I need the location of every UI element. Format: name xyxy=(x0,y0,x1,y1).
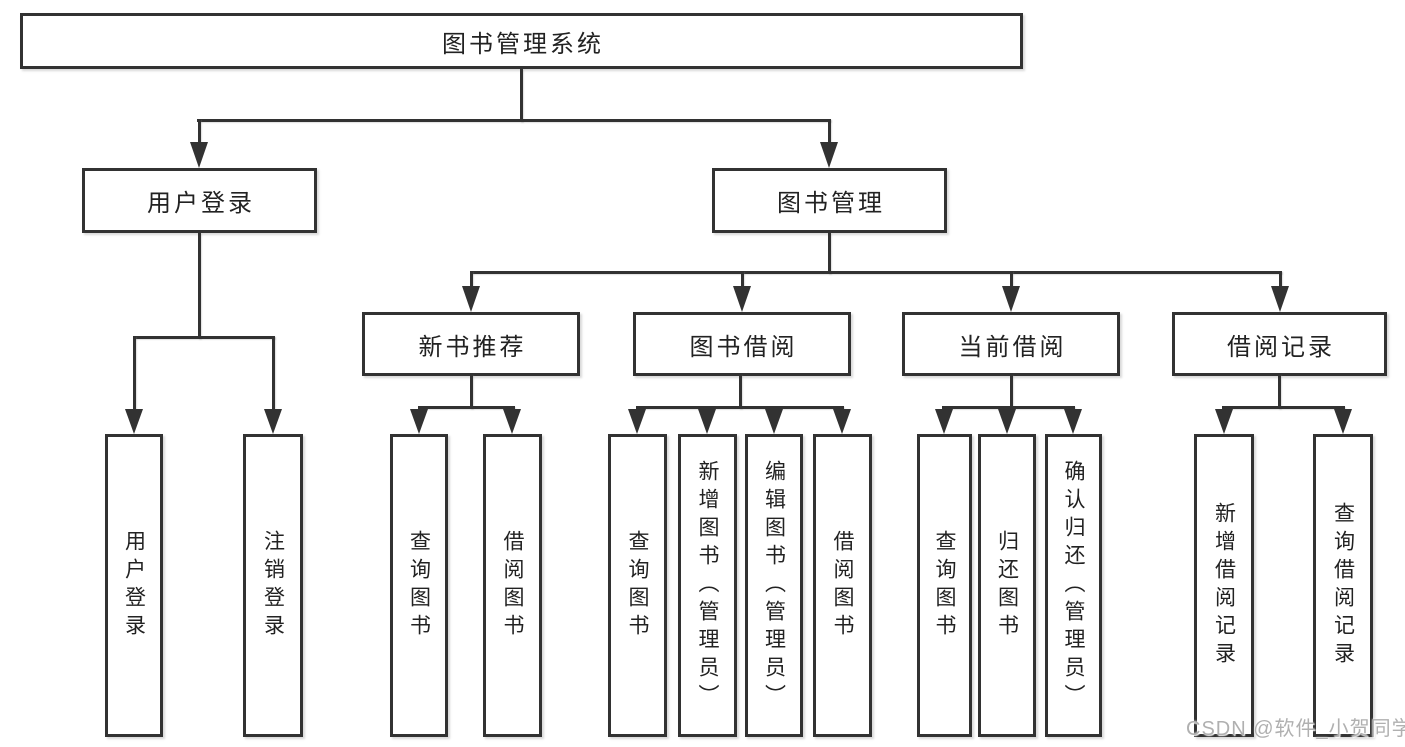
connector-level1-branch xyxy=(197,119,831,122)
node-current-borrowing-label: 当前借阅 xyxy=(958,333,1067,361)
arrowhead-bb-borrow-books xyxy=(833,409,851,434)
node-new-book-recommend: 新书推荐 xyxy=(362,312,580,376)
leaf-br-query-record: 查询借阅记录 xyxy=(1313,434,1373,737)
connector-nbr-trunk xyxy=(470,374,473,409)
leaf-bb-edit-books-label: 编辑图书（管理员） xyxy=(762,459,786,712)
leaf-bb-borrow-books: 借阅图书 xyxy=(813,434,872,737)
arrowhead-bb-edit-books xyxy=(765,409,783,434)
arrowhead-nbr-borrow-books xyxy=(503,409,521,434)
arrowhead-nbr-query-books xyxy=(410,409,428,434)
connector-bb-branch xyxy=(636,406,844,409)
arrowhead-cb-query-books xyxy=(935,409,953,434)
arrowhead-bb-query-books xyxy=(628,409,646,434)
arrowhead-cb-confirm-return xyxy=(1064,409,1082,434)
leaf-logout-label: 注销登录 xyxy=(261,529,285,642)
connector-cb-drop xyxy=(1010,271,1013,289)
arrowhead-bb-add-books xyxy=(698,409,716,434)
arrowhead-leaf-logout xyxy=(264,409,282,434)
leaf-cb-confirm-return: 确认归还（管理员） xyxy=(1045,434,1102,737)
leaf-cb-query-books-label: 查询图书 xyxy=(933,529,956,642)
connector-user-login-branch xyxy=(133,336,275,339)
connector-user-login-trunk xyxy=(198,233,201,339)
leaf-cb-query-books: 查询图书 xyxy=(917,434,972,737)
leaf-cb-return-books-label: 归还图书 xyxy=(995,529,1019,642)
node-book-borrowing-label: 图书借阅 xyxy=(689,333,798,361)
leaf-br-query-record-label: 查询借阅记录 xyxy=(1331,501,1355,670)
arrowhead-book-management xyxy=(820,142,838,168)
arrowhead-cb-return-books xyxy=(998,409,1016,434)
node-current-borrowing: 当前借阅 xyxy=(902,312,1120,376)
connector-cb-trunk xyxy=(1010,374,1013,409)
node-borrowing-records-label: 借阅记录 xyxy=(1227,333,1335,361)
connector-book-management-branch xyxy=(470,271,1282,274)
connector-br-drop xyxy=(1279,271,1282,289)
arrowhead-book-borrowing xyxy=(733,286,751,312)
connector-nbr-branch xyxy=(418,406,515,409)
node-book-borrowing: 图书借阅 xyxy=(633,312,851,376)
leaf-nbr-borrow-books: 借阅图书 xyxy=(483,434,542,737)
node-user-login: 用户登录 xyxy=(82,168,317,233)
leaf-user-login-label: 用户登录 xyxy=(122,529,146,642)
connector-ul-child2-drop xyxy=(272,336,275,411)
leaf-bb-query-books-label: 查询图书 xyxy=(626,529,649,642)
leaf-cb-confirm-return-label: 确认归还（管理员） xyxy=(1062,459,1085,712)
node-root: 图书管理系统 xyxy=(20,13,1023,69)
connector-nbr-drop xyxy=(470,271,473,289)
leaf-nbr-borrow-books-label: 借阅图书 xyxy=(501,529,524,642)
node-book-management: 图书管理 xyxy=(712,168,947,233)
csdn-watermark: CSDN @软件_小贺同学 xyxy=(1186,718,1405,740)
leaf-br-add-record-label: 新增借阅记录 xyxy=(1212,501,1236,670)
connector-br-branch xyxy=(1222,406,1345,409)
arrowhead-borrowing-records xyxy=(1271,286,1289,312)
leaf-bb-add-books-label: 新增图书（管理员） xyxy=(696,459,719,712)
leaf-nbr-query-books: 查询图书 xyxy=(390,434,448,737)
node-book-management-label: 图书管理 xyxy=(777,190,885,217)
connector-user-login-drop xyxy=(198,119,201,146)
leaf-user-login: 用户登录 xyxy=(105,434,163,737)
leaf-nbr-query-books-label: 查询图书 xyxy=(407,529,431,642)
arrowhead-br-query-record xyxy=(1334,409,1352,434)
connector-cb-branch xyxy=(942,406,1075,409)
arrowhead-leaf-user-login xyxy=(125,409,143,434)
leaf-logout: 注销登录 xyxy=(243,434,303,737)
leaf-bb-edit-books: 编辑图书（管理员） xyxy=(745,434,803,737)
connector-ul-child1-drop xyxy=(133,336,136,411)
connector-root-trunk xyxy=(520,69,523,122)
leaf-cb-return-books: 归还图书 xyxy=(978,434,1036,737)
connector-bb-trunk xyxy=(739,374,742,409)
node-user-login-label: 用户登录 xyxy=(147,190,255,217)
arrowhead-user-login xyxy=(190,142,208,168)
node-root-label: 图书管理系统 xyxy=(442,30,604,58)
arrowhead-br-add-record xyxy=(1215,409,1233,434)
connector-book-management-drop xyxy=(828,119,831,146)
connector-bb-drop xyxy=(741,271,744,289)
leaf-bb-add-books: 新增图书（管理员） xyxy=(678,434,737,737)
connector-br-trunk xyxy=(1278,374,1281,409)
node-new-book-recommend-label: 新书推荐 xyxy=(418,333,527,361)
arrowhead-current-borrowing xyxy=(1002,286,1020,312)
leaf-br-add-record: 新增借阅记录 xyxy=(1194,434,1254,737)
node-borrowing-records: 借阅记录 xyxy=(1172,312,1387,376)
leaf-bb-borrow-books-label: 借阅图书 xyxy=(831,529,854,642)
leaf-bb-query-books: 查询图书 xyxy=(608,434,667,737)
arrowhead-new-book-recommend xyxy=(462,286,480,312)
connector-book-management-trunk xyxy=(828,233,831,274)
